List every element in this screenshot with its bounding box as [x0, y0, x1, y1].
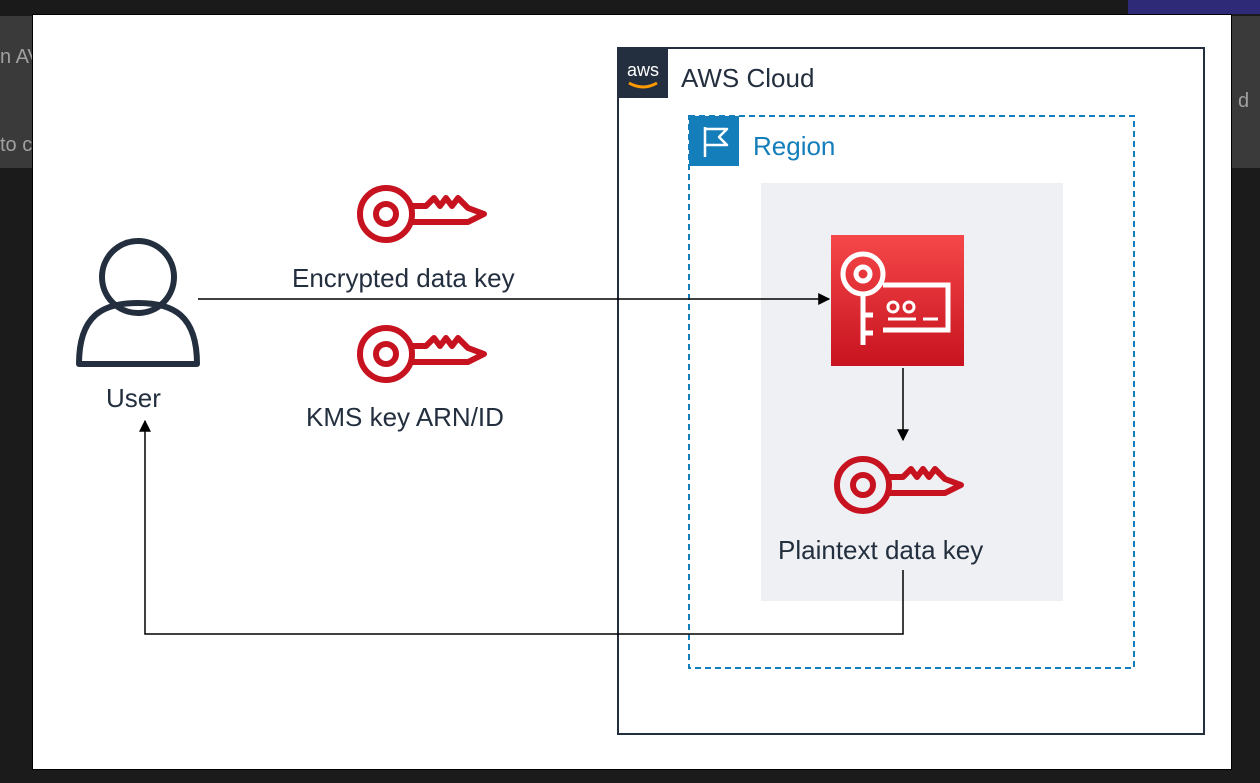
background-text: to c [0, 134, 33, 156]
region-group [688, 115, 1135, 669]
key-icon [360, 328, 484, 380]
diagram-lightbox: aws [32, 14, 1232, 770]
kms-icon [831, 235, 964, 366]
background-text: d [1238, 90, 1250, 112]
aws-logo-icon: aws [618, 48, 668, 98]
region-label: Region [753, 131, 836, 161]
user-label: User [106, 383, 161, 413]
svg-text:aws: aws [627, 60, 659, 80]
page-top-bar [0, 0, 1260, 16]
aws-cloud-group [617, 47, 1205, 735]
page-header-button[interactable] [1128, 0, 1260, 14]
diagram-canvas: aws [76, 47, 1205, 735]
encrypted-key-label: Encrypted data key [292, 263, 515, 293]
aws-cloud-label: AWS Cloud [681, 63, 815, 93]
background-text: n AV [0, 46, 41, 68]
kms-key-label: KMS key ARN/ID [306, 402, 504, 432]
user-icon [76, 238, 200, 367]
region-flag-icon [689, 116, 739, 166]
key-icon [360, 188, 484, 240]
plaintext-key-label: Plaintext data key [778, 535, 984, 565]
response-arrow [139, 419, 904, 635]
